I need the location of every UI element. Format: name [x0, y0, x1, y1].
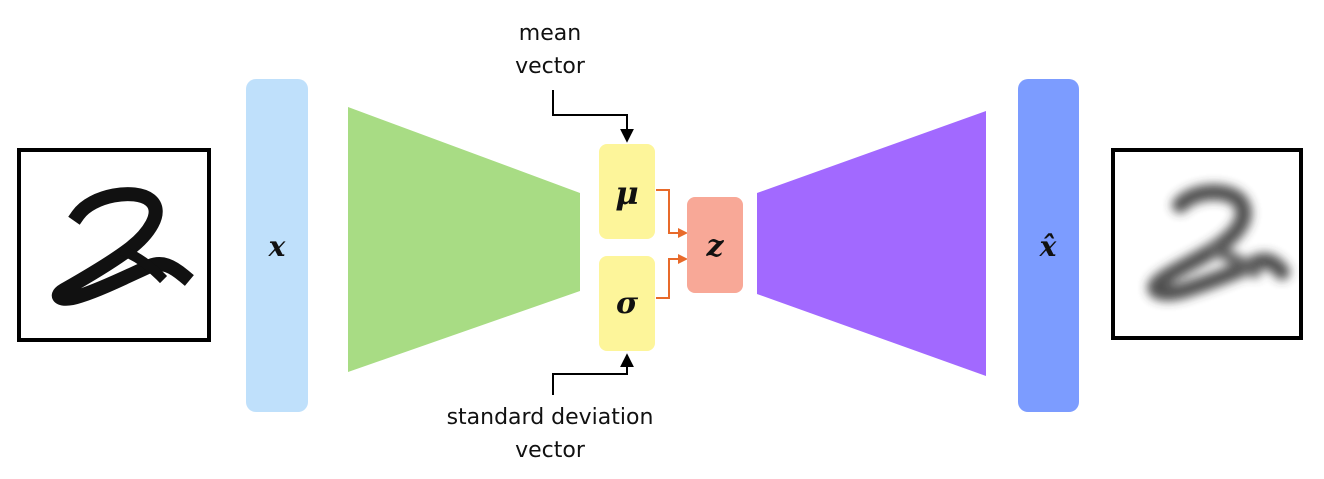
mu-box [599, 144, 655, 239]
mean-vector-pointer [552, 90, 634, 143]
sigma-to-z-connector [656, 254, 688, 299]
mu-to-z-connector [656, 189, 688, 238]
input-vector-bar [246, 79, 308, 412]
std-dev-label-line1: standard deviation [447, 405, 654, 430]
output-vector-bar [1018, 79, 1079, 412]
std-dev-pointer [552, 353, 634, 395]
output-image-frame [1111, 148, 1303, 340]
z-box [687, 197, 743, 293]
sigma-box [599, 256, 655, 351]
output-image [1111, 148, 1303, 340]
input-digit-2 [51, 187, 194, 306]
input-image [17, 148, 211, 342]
sigma-label: σ [616, 286, 639, 321]
output-digit-2-blurred [1147, 184, 1290, 301]
decoder-trapezoid [757, 111, 986, 376]
input-x-label: x [268, 230, 286, 263]
input-image-frame [17, 148, 211, 342]
z-label: z [705, 229, 724, 264]
mean-vector-label-line2: vector [515, 54, 586, 79]
mu-label: μ [615, 174, 638, 212]
mean-vector-label-line1: mean [519, 21, 581, 46]
output-x-hat-label: x̂ [1039, 230, 1057, 263]
std-dev-label-line2: vector [515, 438, 586, 463]
encoder-trapezoid [348, 107, 580, 372]
